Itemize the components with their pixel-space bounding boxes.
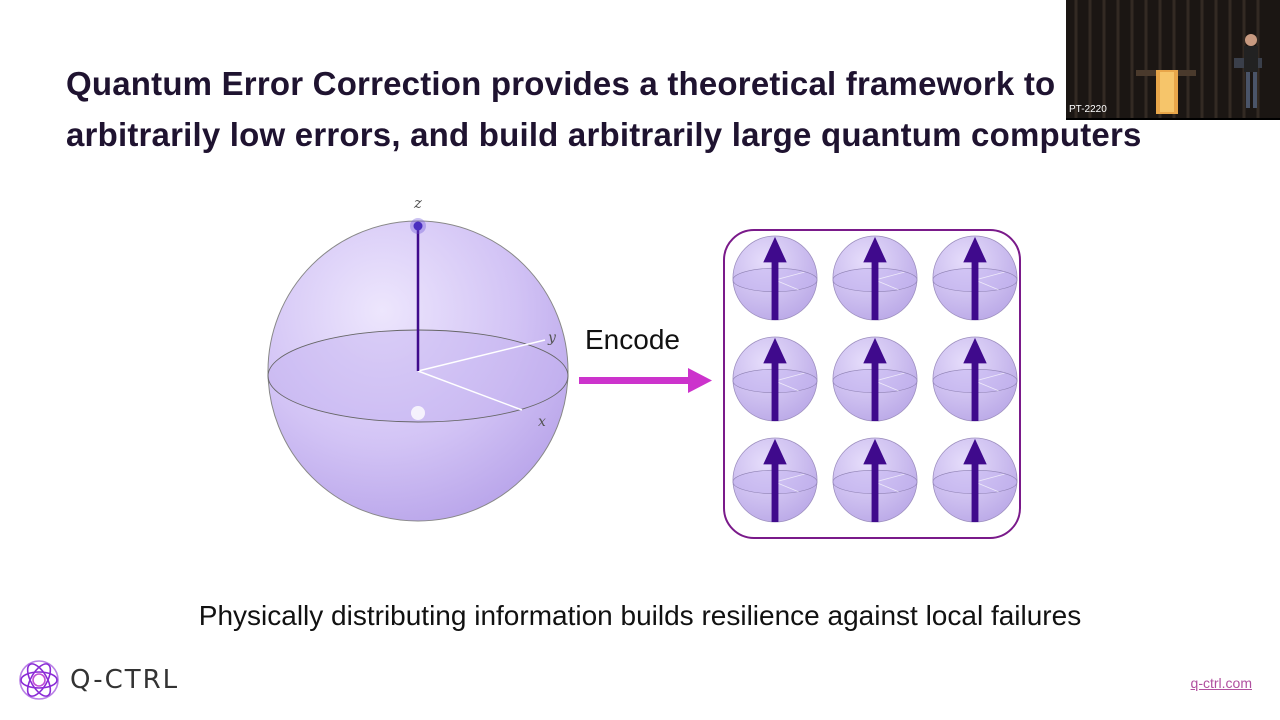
encoded-qubit-sphere (933, 337, 1017, 421)
encoded-qubit-box (723, 229, 1021, 539)
video-tag: PT-2220 (1069, 104, 1107, 115)
q-ctrl-logo-icon (19, 660, 59, 700)
encode-arrow-icon (579, 368, 712, 393)
q-ctrl-logo-text: Q-CTRL (70, 665, 180, 695)
encoded-qubit-sphere (733, 236, 817, 320)
encoded-qubit-sphere (733, 438, 817, 522)
encoded-qubit-sphere (833, 337, 917, 421)
encoded-qubit-sphere (833, 438, 917, 522)
slide-subtitle: Physically distributing information buil… (198, 600, 1082, 631)
encoded-qubit-sphere (833, 236, 917, 320)
presenter-video-thumbnail: PT-2220 (1066, 0, 1280, 120)
encoded-qubit-sphere (933, 236, 1017, 320)
y-axis-label: y (547, 330, 557, 346)
q-ctrl-site-link[interactable]: q-ctrl.com (1190, 675, 1252, 691)
encode-label: Encode (585, 324, 680, 355)
z-axis-label: z (413, 194, 422, 212)
bloch-sphere: z y x (267, 194, 569, 522)
encoded-qubit-sphere (933, 438, 1017, 522)
qubit-grid (733, 236, 1017, 522)
encoded-qubit-sphere (733, 337, 817, 421)
slide-title-line-2: arbitrarily low errors, and build arbitr… (66, 116, 1142, 153)
stage-scene (1066, 0, 1280, 120)
x-axis-label: x (538, 414, 546, 430)
q-ctrl-logo: Q-CTRL (18, 659, 179, 701)
slide-title-line-1: Quantum Error Correction provides a theo… (66, 65, 1056, 102)
slide-title: Quantum Error Correction provides a theo… (66, 58, 1196, 160)
